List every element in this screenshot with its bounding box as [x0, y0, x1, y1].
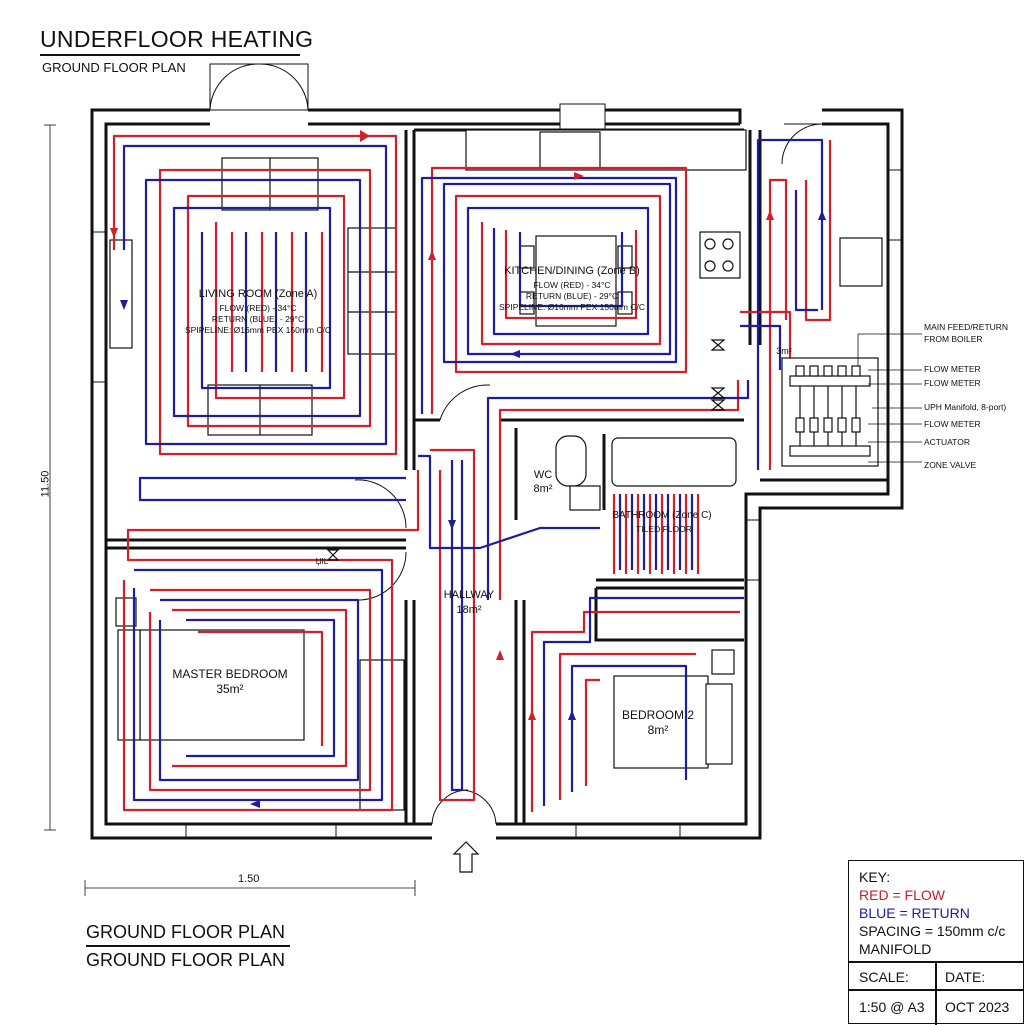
- callout-from-boiler: FROM BOILER: [924, 334, 983, 344]
- master-bedroom-area: 35m²: [216, 682, 243, 696]
- drawing-subtitle: GROUND FLOOR PLAN: [42, 60, 186, 75]
- key-manifold: MANIFOLD: [859, 941, 932, 957]
- bedroom2-name: BEDROOM 2: [622, 708, 694, 722]
- doors-windows: [91, 63, 903, 839]
- kitchen-name: KITCHEN/DINING (Zone B): [504, 265, 640, 277]
- furniture: [109, 129, 883, 811]
- return-arrows: [120, 210, 826, 808]
- valve-tag: ЏIL: [316, 557, 329, 566]
- bathroom-name: BATHROOM (Zone C): [612, 510, 711, 521]
- key-heading: KEY:: [859, 869, 891, 885]
- key-spacing: SPACING = 150mm c/c: [859, 923, 1006, 939]
- callout-flow-meter-2: FLOW METER: [924, 378, 981, 388]
- title-underline: [40, 54, 300, 56]
- hallway-name: HALLWAY: [444, 589, 495, 601]
- return-pipes: [122, 138, 824, 806]
- scale-label: SCALE:: [859, 969, 909, 985]
- manifold-area: 3m²: [776, 346, 792, 356]
- callout-actuator: ACTUATOR: [924, 437, 970, 447]
- bathroom-floor: TILED FLOOR: [636, 524, 692, 534]
- dimension-horizontal: 1.50: [238, 873, 260, 885]
- valves: [326, 339, 726, 561]
- callout-main-feed: MAIN FEED/RETURN: [924, 322, 1009, 332]
- flow-arrows: [110, 130, 774, 720]
- entrance-arrow: [452, 841, 480, 873]
- date-label: DATE:: [945, 969, 986, 985]
- dimension-lines: [44, 124, 416, 896]
- key-flow: RED = FLOW: [859, 887, 945, 903]
- kitchen-flow: FLOW (RED) - 34°C: [533, 280, 610, 290]
- manifold: [781, 357, 879, 467]
- drawing-title: UNDERFLOOR HEATING: [40, 26, 314, 52]
- footer-title-1: GROUND FLOOR PLAN: [86, 922, 286, 942]
- date-value: OCT 2023: [945, 999, 1010, 1015]
- callout-flow-meter-1: FLOW METER: [924, 364, 981, 374]
- kitchen-pipe: SPIPELINE: Ø16mm PEX 150mm C/C: [499, 302, 645, 312]
- living-room-flow: FLOW (RED) - 34°C: [219, 303, 296, 313]
- flow-pipes: [112, 134, 832, 812]
- callout-flow-meter-3: FLOW METER: [924, 419, 981, 429]
- legend-key: KEY: RED = FLOW BLUE = RETURN SPACING = …: [848, 860, 1024, 1025]
- master-bedroom-name: MASTER BEDROOM: [172, 667, 287, 681]
- hallway-area: 18m²: [456, 604, 481, 616]
- footer-underline: [86, 945, 290, 947]
- callout-leaders: [857, 333, 922, 463]
- living-room-pipe: SPIPELINE: Ø16mm PEX 150mm C/C: [185, 325, 331, 335]
- living-room-return: RETURN (BLUE) - 29°C: [212, 314, 304, 324]
- callout-manifold: UPH Manifold, 8-port): [924, 402, 1007, 412]
- wc-name: WC: [534, 469, 552, 481]
- room-labels: LIVING ROOM (Zone A) FLOW (RED) - 34°C R…: [172, 265, 791, 737]
- key-return: BLUE = RETURN: [859, 905, 970, 921]
- living-room-name: LIVING ROOM (Zone A): [199, 288, 318, 300]
- key-divider-vertical: [935, 961, 937, 1025]
- bedroom2-area: 8m²: [648, 723, 669, 737]
- scale-value: 1:50 @ A3: [859, 999, 925, 1015]
- callout-zone-valve: ZONE VALVE: [924, 460, 977, 470]
- footer-title-2: GROUND FLOOR PLAN: [86, 950, 286, 970]
- wc-area: 8m²: [534, 483, 553, 495]
- kitchen-return: RETURN (BLUE) - 29°C: [526, 291, 618, 301]
